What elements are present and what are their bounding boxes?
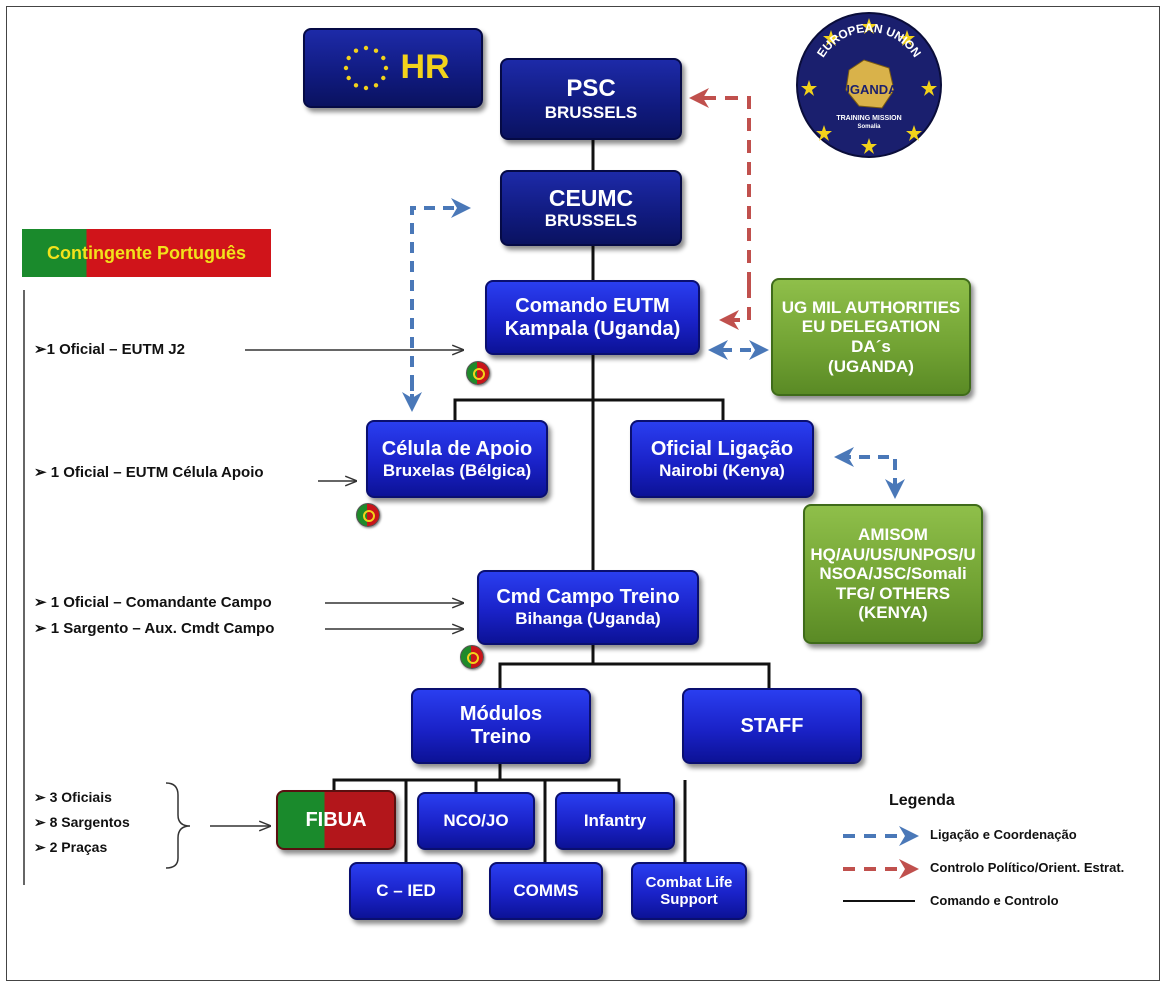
political-control-lines [689, 88, 751, 330]
group-bracket [165, 782, 191, 869]
emblem-center-text: UGANDA [840, 82, 898, 97]
label-pracas: ➢ 2 Praças [34, 839, 108, 855]
comando-subtitle: Kampala (Uganda) [504, 317, 681, 340]
ceumc-title: CEUMC [548, 185, 634, 211]
celula-subtitle: Bruxelas (Bélgica) [382, 460, 532, 480]
legend-item-liaison: Ligação e Coordenação [930, 827, 1077, 842]
diagram-frame [6, 6, 1160, 981]
infantry-label: Infantry [583, 811, 647, 831]
command-lines [332, 140, 771, 862]
cmd-campo-treino-box: Cmd Campo Treino Bihanga (Uganda) [477, 570, 699, 645]
eu-stars-icon [344, 45, 389, 91]
comando-eutm-box: Comando EUTM Kampala (Uganda) [485, 280, 700, 355]
ceumc-subtitle: BRUSSELS [544, 211, 638, 231]
emblem-bottom-text: TRAINING MISSION [836, 115, 901, 122]
comms-box: COMMS [489, 862, 603, 920]
cls-line-2: Support [660, 891, 718, 908]
modulos-treino-box: Módulos Treino [411, 688, 591, 764]
portugal-flag-icon [356, 503, 380, 527]
amisom-line-4: TFG/ OTHERS [835, 583, 951, 603]
label-sargentos: ➢ 8 Sargentos [34, 814, 130, 830]
amisom-line-2: HQ/AU/US/UNPOS/U [810, 544, 976, 564]
celula-title: Célula de Apoio [381, 437, 533, 460]
liaison-lines [402, 198, 905, 499]
celula-apoio-box: Célula de Apoio Bruxelas (Bélgica) [366, 420, 548, 498]
hr-label: HR [400, 48, 450, 87]
modulos-line-2: Treino [470, 726, 531, 748]
oficial-subtitle: Nairobi (Kenya) [659, 460, 785, 480]
psc-title: PSC [566, 75, 616, 103]
label-sargento-aux: ➢ 1 Sargento – Aux. Cmdt Campo [34, 620, 275, 637]
cls-line-1: Combat Life [645, 873, 733, 891]
fibua-box: FIBUA [276, 790, 396, 850]
pointer-arrows [210, 350, 463, 826]
hr-box: HR [303, 28, 483, 108]
nco-label: NCO/JO [443, 811, 509, 831]
nco-jo-box: NCO/JO [417, 792, 535, 850]
cmd-campo-subtitle: Bihanga (Uganda) [515, 609, 661, 629]
c-ied-label: C – IED [376, 881, 436, 901]
infantry-box: Infantry [555, 792, 675, 850]
ug-authorities-box: UG MIL AUTHORITIES EU DELEGATION DA´s (U… [771, 278, 971, 396]
oficial-ligacao-box: Oficial Ligação Nairobi (Kenya) [630, 420, 814, 498]
staff-label: STAFF [740, 714, 804, 737]
fibua-label: FIBUA [305, 808, 367, 831]
portugal-flag-icon [460, 645, 484, 669]
legend-title: Legenda [889, 792, 955, 809]
psc-box: PSC BRUSSELS [500, 58, 682, 140]
label-oficial-j2: ➢1 Oficial – EUTM J2 [34, 341, 185, 358]
contingent-banner: Contingente Português [22, 229, 271, 277]
ug-line-2: EU DELEGATION [801, 317, 941, 337]
ug-line-1: UG MIL AUTHORITIES [781, 297, 961, 317]
legend-item-command: Comando e Controlo [930, 893, 1059, 908]
label-oficial-celula: ➢ 1 Oficial – EUTM Célula Apoio [34, 464, 264, 481]
ug-line-3: DA´s [851, 337, 891, 356]
comms-label: COMMS [513, 881, 579, 901]
amisom-box: AMISOM HQ/AU/US/UNPOS/U NSOA/JSC/Somali … [803, 504, 983, 644]
amisom-line-3: NSOA/JSC/Somali [819, 564, 967, 584]
psc-subtitle: BRUSSELS [544, 103, 638, 123]
comando-title: Comando EUTM [515, 294, 670, 317]
legend-item-political: Controlo Político/Orient. Estrat. [930, 860, 1125, 875]
oficial-title: Oficial Ligação [650, 437, 794, 460]
legend-symbols [843, 826, 919, 902]
label-oficiais: ➢ 3 Oficiais [34, 789, 112, 805]
c-ied-box: C – IED [349, 862, 463, 920]
ug-line-4: (UGANDA) [828, 356, 914, 376]
modulos-line-1: Módulos [459, 703, 543, 725]
amisom-line-5: (KENYA) [858, 603, 928, 623]
portugal-flag-icon [466, 361, 490, 385]
cmd-campo-title: Cmd Campo Treino [496, 586, 680, 609]
ceumc-box: CEUMC BRUSSELS [500, 170, 682, 246]
combat-life-support-box: Combat Life Support [631, 862, 747, 920]
contingent-label: Contingente Português [47, 242, 246, 263]
label-oficial-comandante: ➢ 1 Oficial – Comandante Campo [34, 594, 272, 611]
emblem-bottom-text-2: Somalia [857, 124, 881, 130]
eutm-emblem-logo: EUROPEAN UNION UGANDA TRAINING MISSION S… [796, 12, 942, 158]
amisom-line-1: AMISOM [858, 525, 928, 545]
staff-box: STAFF [682, 688, 862, 764]
